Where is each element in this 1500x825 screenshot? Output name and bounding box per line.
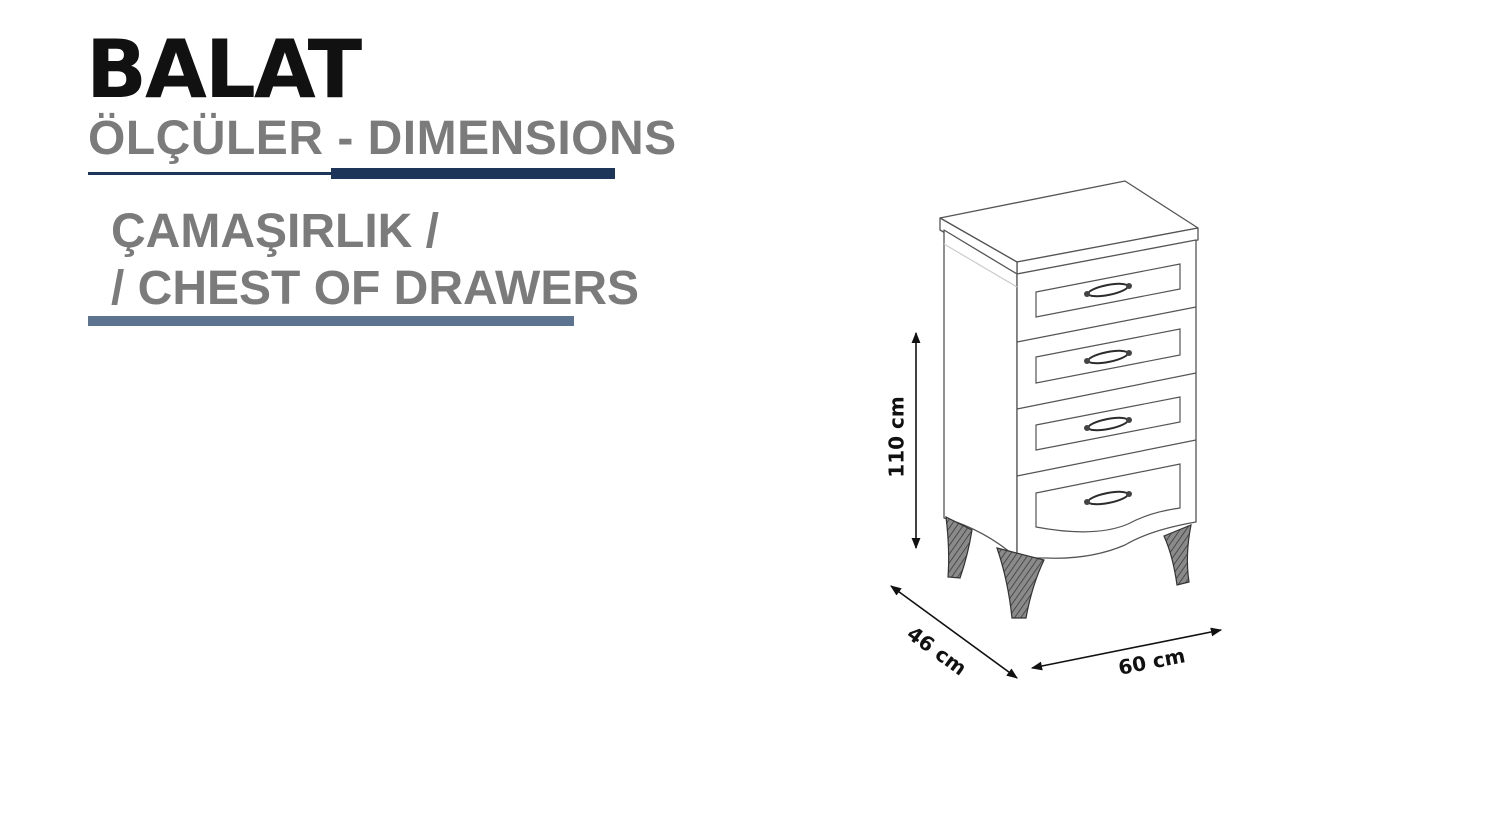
handle-ornaments (1084, 283, 1132, 505)
leg-front-left (996, 547, 1045, 619)
height-label: 110 cm (885, 396, 909, 477)
chest-body (939, 180, 1199, 559)
drawer-divider (1016, 372, 1197, 410)
drawer-front-3 (1035, 396, 1181, 451)
drawer-divider (1016, 439, 1197, 477)
drawer-front-1 (1035, 263, 1181, 318)
drawer-divider (1016, 306, 1197, 343)
subtitle-underline-thin (88, 172, 333, 175)
depth-arrow (890, 585, 1018, 679)
depth-label: 46 cm (903, 621, 972, 680)
leg-back-left (945, 515, 973, 579)
drawer-front-4 (1035, 463, 1181, 533)
dimension-arrows (890, 331, 1223, 679)
side-seam (943, 243, 1018, 288)
product-name: ÇAMAŞIRLIK / / CHEST OF DRAWERS (111, 203, 639, 317)
side-panel (943, 229, 1018, 559)
chest-of-drawers-drawing: 110 cm 46 cm 60 cm (885, 180, 1223, 680)
product-name-en: / CHEST OF DRAWERS (111, 262, 640, 315)
product-name-tr: ÇAMAŞIRLIK / (111, 205, 439, 258)
front-panel (1016, 239, 1197, 559)
dimensions-subtitle: ÖLÇÜLER - DIMENSIONS (88, 112, 677, 165)
legs (945, 515, 1192, 619)
drawers (943, 243, 1197, 533)
drawer-front-2 (1035, 328, 1181, 384)
leg-front-right (1163, 524, 1192, 586)
brand-title: BALAT (86, 23, 362, 116)
width-arrow (1030, 627, 1223, 671)
subtitle-underline-thick (331, 168, 615, 179)
product-underline (88, 316, 574, 326)
